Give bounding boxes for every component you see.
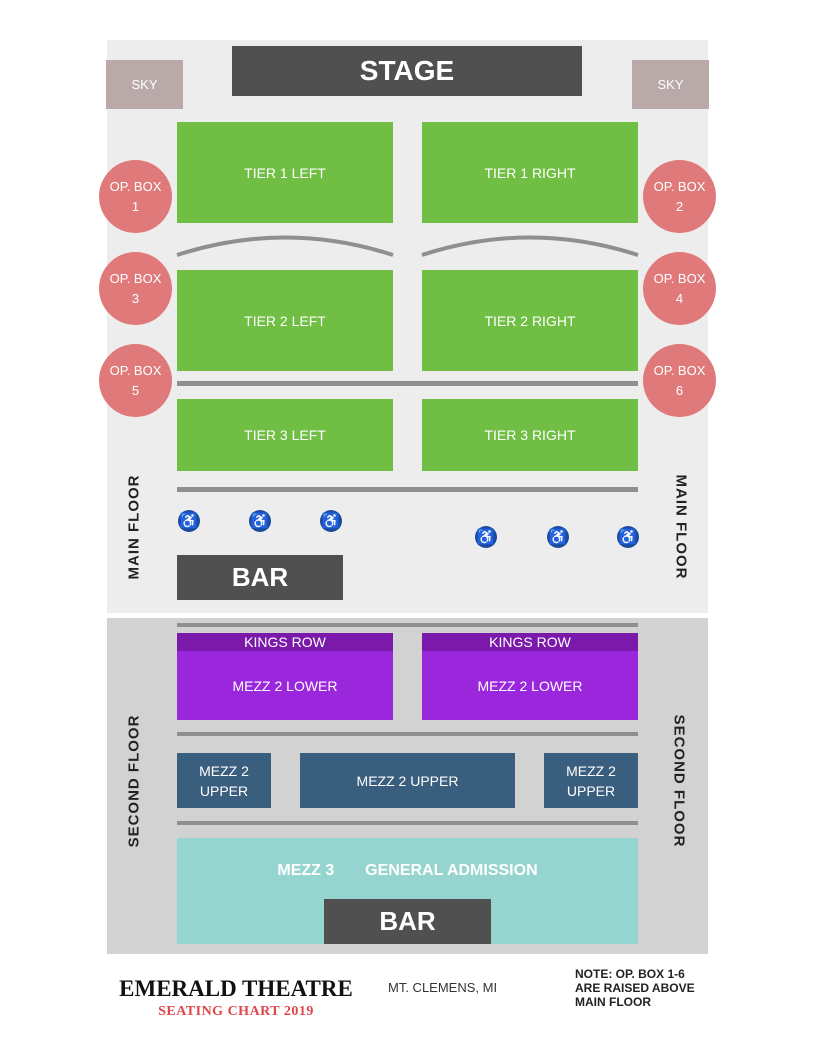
rail-mezz-2 <box>177 732 638 736</box>
mezz-2-upper-line1: MEZZ 2 <box>566 762 616 779</box>
mezz-2-lower-left[interactable]: MEZZ 2 LOWER <box>177 651 393 720</box>
rail-mezz-3 <box>177 821 638 825</box>
mezz-2-upper-line1: MEZZ 2 <box>199 762 249 779</box>
mezz-2-upper-left[interactable]: MEZZ 2 UPPER <box>177 753 271 808</box>
tier-1-right[interactable]: TIER 1 RIGHT <box>422 122 638 223</box>
op-box-label: OP. BOX <box>653 178 706 194</box>
op-box-4[interactable]: OP. BOX 4 <box>643 252 716 325</box>
mezz-2-upper-line2: UPPER <box>566 782 616 799</box>
tier-2-right[interactable]: TIER 2 RIGHT <box>422 270 638 371</box>
op-box-3[interactable]: OP. BOX 3 <box>99 252 172 325</box>
mezz-2-upper-center[interactable]: MEZZ 2 UPPER <box>300 753 515 808</box>
mezz-2-lower-right[interactable]: MEZZ 2 LOWER <box>422 651 638 720</box>
footer-note-line: NOTE: OP. BOX 1-6 <box>575 967 685 981</box>
footer-note-line: ARE RAISED ABOVE <box>575 981 695 995</box>
op-box-number: 4 <box>675 290 684 306</box>
op-box-number: 6 <box>675 382 684 398</box>
wheelchair-icon[interactable]: ♿ <box>320 510 342 532</box>
footer-note-line: MAIN FLOOR <box>575 995 651 1009</box>
op-box-number: 1 <box>131 198 140 214</box>
tier-curves <box>176 235 639 257</box>
wheelchair-icon[interactable]: ♿ <box>178 510 200 532</box>
stage: STAGE <box>232 46 582 96</box>
footer-title: EMERALD THEATRE <box>119 976 353 1001</box>
wheelchair-icon[interactable]: ♿ <box>617 526 639 548</box>
main-floor-bar: BAR <box>177 555 343 600</box>
op-box-1[interactable]: OP. BOX 1 <box>99 160 172 233</box>
rail-tier-2-3 <box>177 381 638 386</box>
tier-3-left[interactable]: TIER 3 LEFT <box>177 399 393 471</box>
wheelchair-icon[interactable]: ♿ <box>249 510 271 532</box>
op-box-2[interactable]: OP. BOX 2 <box>643 160 716 233</box>
tier-1-left[interactable]: TIER 1 LEFT <box>177 122 393 223</box>
op-box-number: 3 <box>131 290 140 306</box>
op-box-number: 5 <box>131 382 140 398</box>
mezz-3-label: MEZZ 3 <box>277 862 335 879</box>
second-floor-label-left: SECOND FLOOR <box>125 714 143 848</box>
kings-row-left[interactable]: KINGS ROW <box>177 633 393 651</box>
main-floor-label-right: MAIN FLOOR <box>672 474 690 580</box>
mezz-2-upper-line2: UPPER <box>199 782 249 799</box>
main-floor-label-left: MAIN FLOOR <box>125 474 143 580</box>
wheelchair-icon[interactable]: ♿ <box>475 526 497 548</box>
rail-top-second-floor <box>177 623 638 627</box>
op-box-label: OP. BOX <box>653 270 706 286</box>
mezz-3-bar: BAR <box>324 899 491 944</box>
op-box-6[interactable]: OP. BOX 6 <box>643 344 716 417</box>
footer-note: NOTE: OP. BOX 1-6 ARE RAISED ABOVE MAIN … <box>575 967 695 1009</box>
op-box-label: OP. BOX <box>653 362 706 378</box>
general-admission-label: GENERAL ADMISSION <box>365 862 538 879</box>
footer-subtitle: SEATING CHART 2019 <box>158 1004 314 1019</box>
tier-2-left[interactable]: TIER 2 LEFT <box>177 270 393 371</box>
wheelchair-icon[interactable]: ♿ <box>547 526 569 548</box>
rail-below-tier-3 <box>177 487 638 492</box>
tier-3-right[interactable]: TIER 3 RIGHT <box>422 399 638 471</box>
second-floor-label-right: SECOND FLOOR <box>670 714 688 848</box>
footer-location: MT. CLEMENS, MI <box>388 980 498 995</box>
op-box-label: OP. BOX <box>109 270 162 286</box>
kings-row-right[interactable]: KINGS ROW <box>422 633 638 651</box>
op-box-label: OP. BOX <box>109 362 162 378</box>
op-box-label: OP. BOX <box>109 178 162 194</box>
mezz-2-upper-right[interactable]: MEZZ 2 UPPER <box>544 753 638 808</box>
op-box-number: 2 <box>675 198 684 214</box>
op-box-5[interactable]: OP. BOX 5 <box>99 344 172 417</box>
sky-box-right[interactable]: SKY <box>632 60 709 109</box>
sky-box-left[interactable]: SKY <box>106 60 183 109</box>
